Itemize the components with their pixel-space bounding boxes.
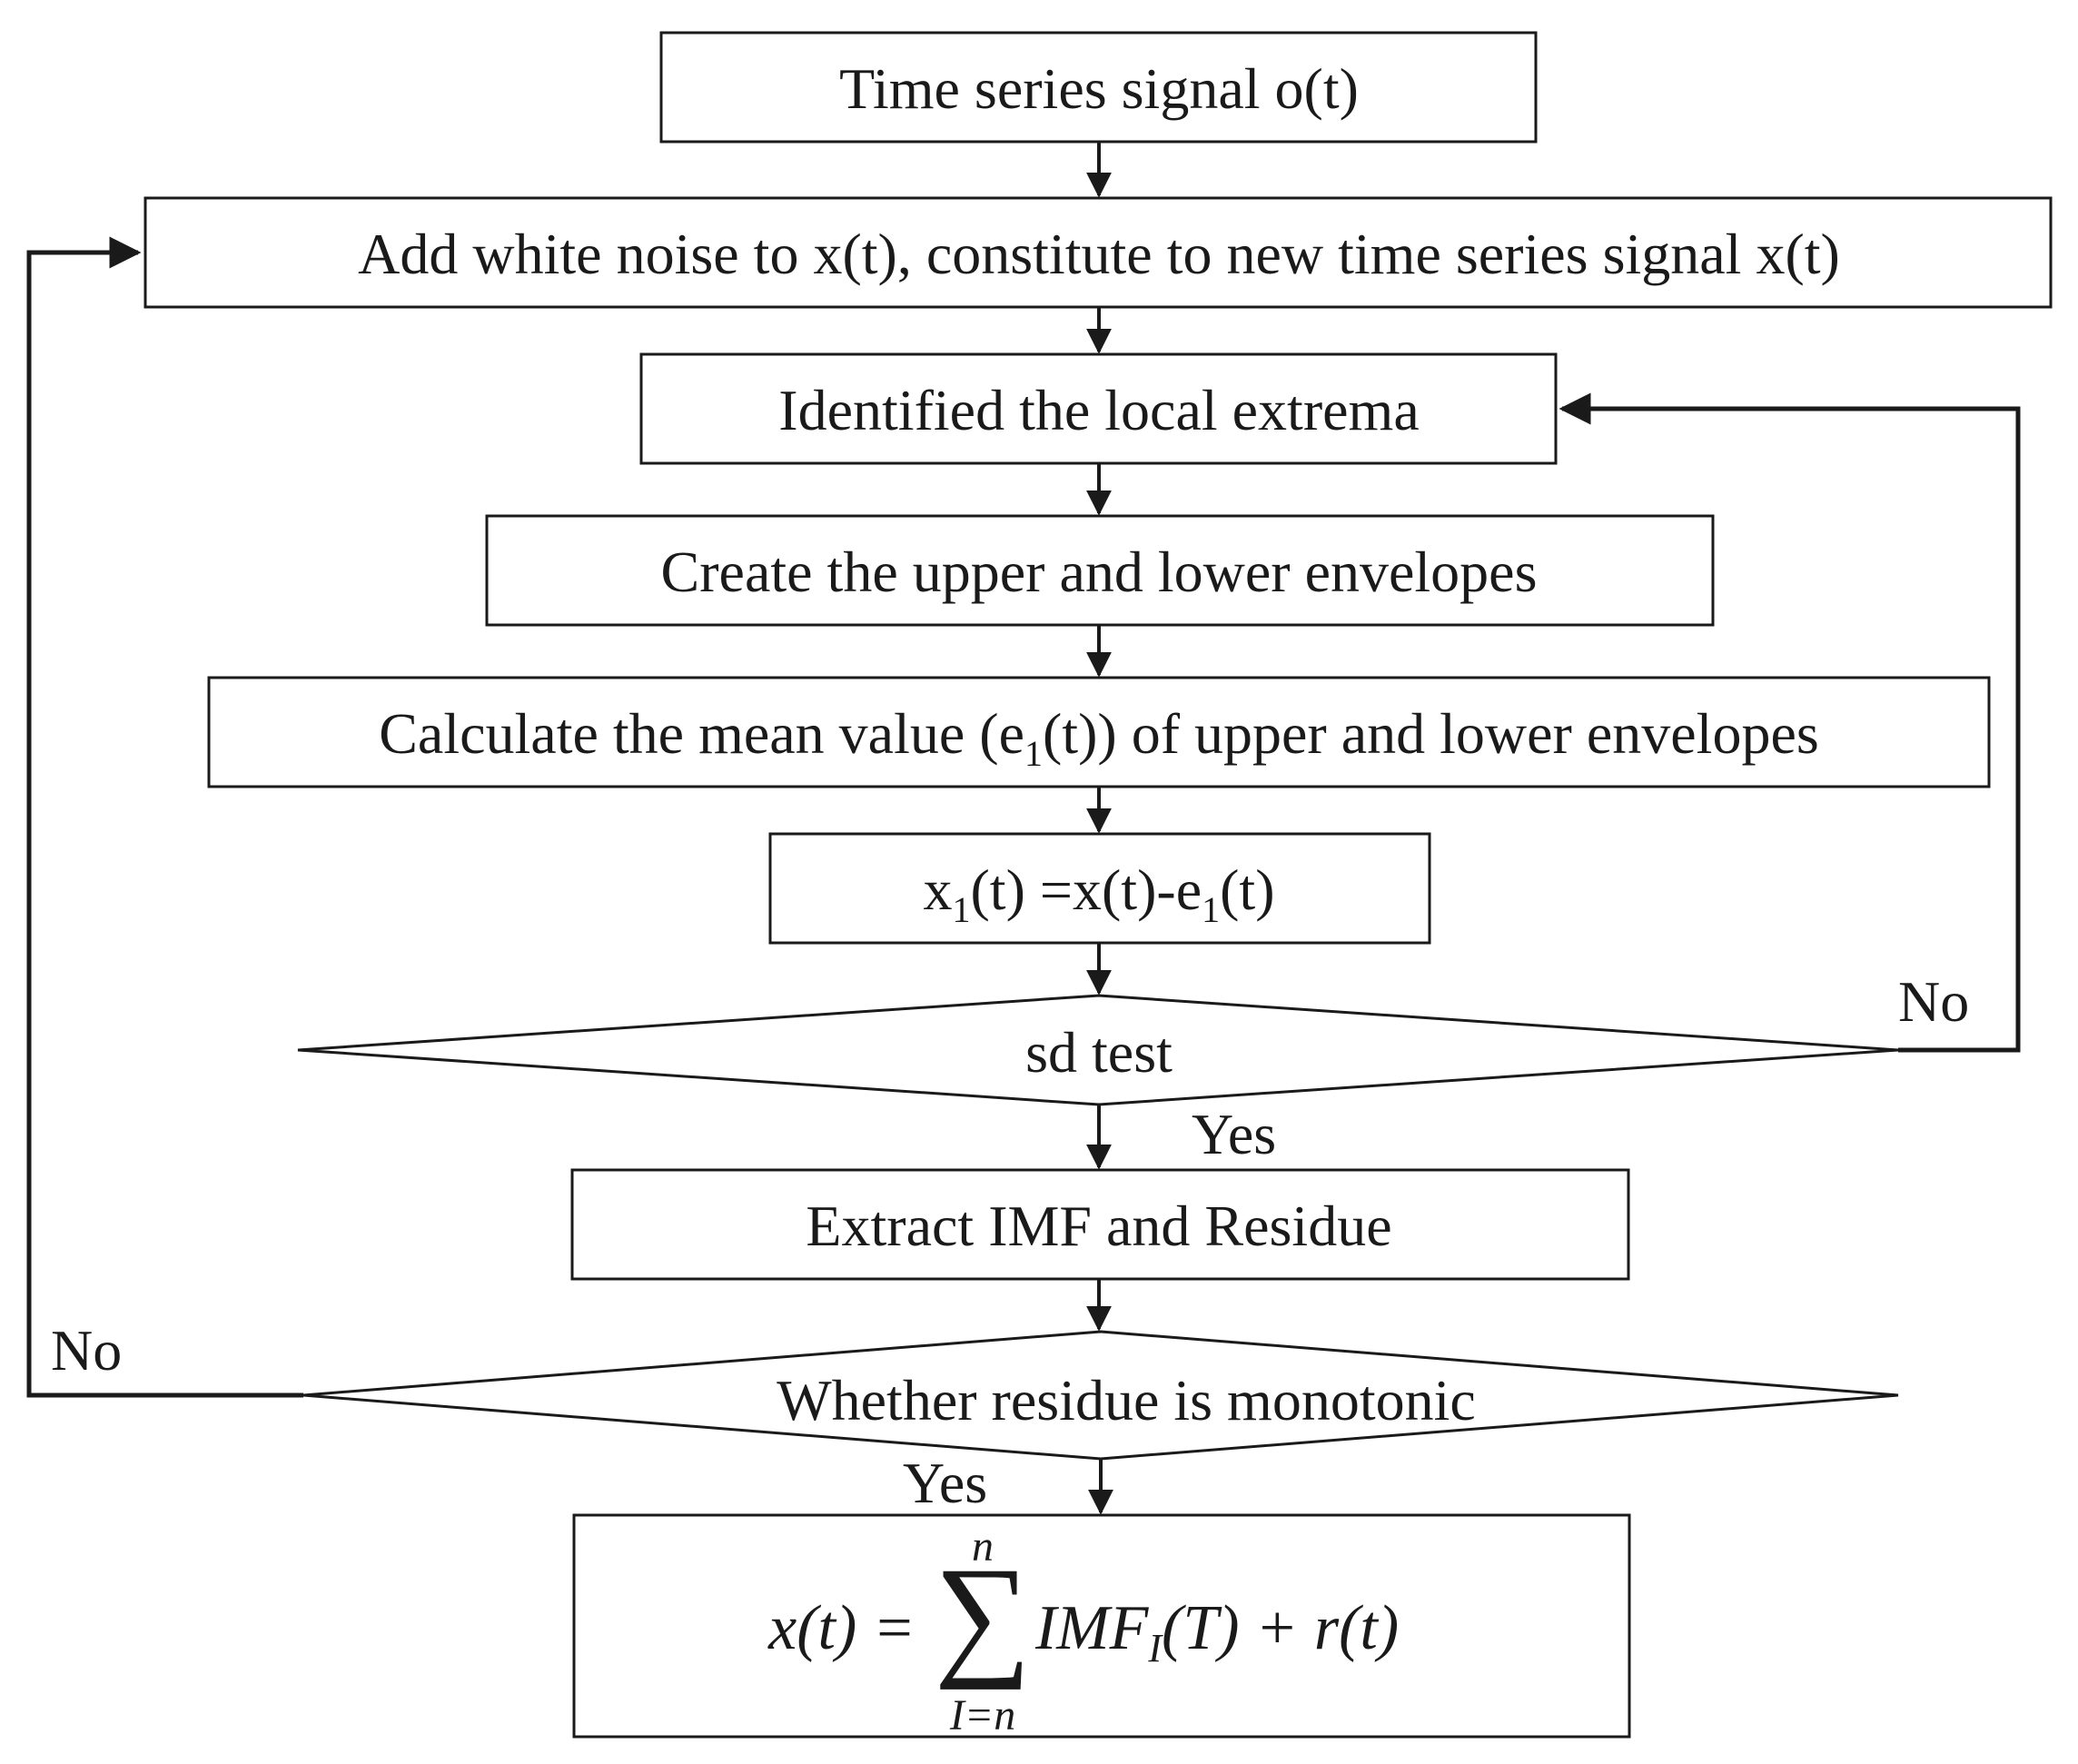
box-input xyxy=(659,31,1538,144)
label-extract: Extract IMF and Residue xyxy=(806,1194,1391,1258)
label-x1: x1(t) =x(t)-e1(t) xyxy=(923,857,1274,930)
box-final xyxy=(572,1513,1631,1739)
box-x1 xyxy=(768,832,1431,945)
label-mono-yes: Yes xyxy=(903,1451,987,1515)
label-envelopes: Create the upper and lower envelopes xyxy=(661,540,1538,604)
loop-mono-no xyxy=(26,236,303,1398)
label-monotonic: Whether residue is monotonic xyxy=(777,1368,1476,1432)
label-sd-test: sd test xyxy=(1025,1020,1173,1085)
loop-sd-no xyxy=(1558,392,2021,1053)
sum-symbol: ∑ xyxy=(935,1540,1032,1690)
formula-term: IMFI(T) + r(t) xyxy=(1034,1593,1399,1670)
final-formula: x(t) = ∑ n I=n IMFI(T) + r(t) xyxy=(767,1522,1399,1739)
box-envelopes xyxy=(485,514,1715,627)
sum-upper-limit: n xyxy=(972,1522,994,1571)
label-mono-no: No xyxy=(51,1318,122,1382)
label-extrema: Identified the local extrema xyxy=(778,378,1419,442)
label-sd-yes: Yes xyxy=(1192,1102,1276,1166)
formula-lhs: x(t) = xyxy=(767,1593,915,1663)
sum-lower-limit: I=n xyxy=(949,1691,1015,1739)
label-input: Time series signal o(t) xyxy=(839,56,1359,121)
label-sd-no: No xyxy=(1898,969,1969,1034)
box-add-noise xyxy=(143,196,2053,309)
label-add-noise: Add white noise to x(t), constitute to n… xyxy=(358,222,1840,286)
box-extract xyxy=(570,1168,1630,1281)
box-extrema xyxy=(639,352,1558,465)
label-mean: Calculate the mean value (e1(t)) of uppe… xyxy=(379,701,1819,774)
box-mean xyxy=(207,676,1991,788)
